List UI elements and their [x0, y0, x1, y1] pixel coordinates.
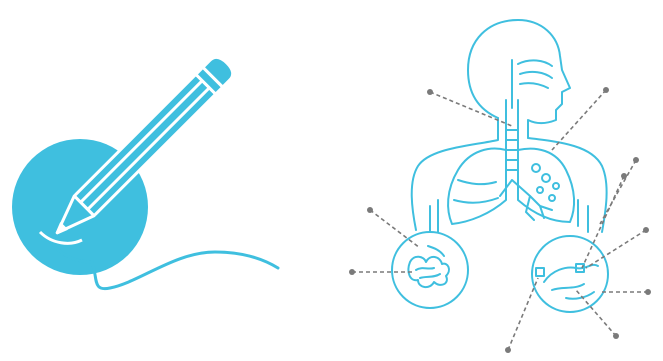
- alveoli-cluster-right: [544, 265, 598, 299]
- callout-dot: [633, 157, 639, 163]
- callout-dot: [621, 173, 627, 179]
- trachea-rings: [506, 130, 518, 170]
- callout-dot: [645, 289, 651, 295]
- callout-dot: [349, 269, 355, 275]
- pencil-drawing-illustration: [0, 0, 300, 361]
- lower-left-lung-detail: [392, 232, 468, 308]
- callout-dot: [643, 227, 649, 233]
- callout-dot: [505, 347, 511, 353]
- lower-chest-strokes: [430, 200, 588, 232]
- left-lung: [448, 149, 506, 224]
- torso-outline-right: [528, 138, 607, 232]
- callout-dot: [603, 87, 609, 93]
- alveoli-detail-left: [416, 246, 444, 278]
- left-lung-lobes: [454, 180, 498, 203]
- callout-dot: [427, 89, 433, 95]
- alveoli-cluster-left: [408, 257, 449, 287]
- detail-marker-1: [536, 268, 544, 276]
- callout-dot: [367, 207, 373, 213]
- respiratory-system-illustration: [330, 0, 663, 361]
- respiratory-system-anatomy-icon: [330, 0, 663, 361]
- callout-dot: [613, 333, 619, 339]
- bronchial-tree: [500, 180, 552, 220]
- pencil-drawing-icon: [0, 0, 300, 361]
- callout-dots: [349, 87, 651, 353]
